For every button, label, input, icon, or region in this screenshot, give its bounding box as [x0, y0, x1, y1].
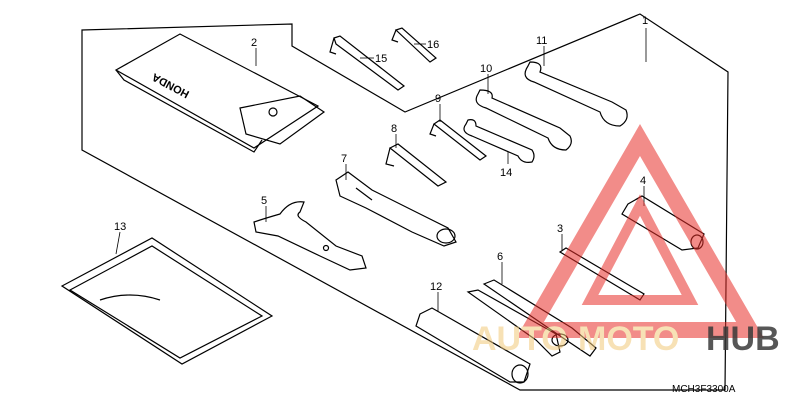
callout-9: 9 [435, 93, 441, 105]
callout-8: 8 [391, 123, 397, 135]
callout-1: 1 [642, 15, 648, 27]
spark-plug-wrench-7 [335, 171, 457, 247]
callout-13: 13 [114, 221, 126, 233]
watermark-triangle [516, 124, 764, 338]
callout-7: 7 [341, 153, 347, 165]
hex-key-16 [391, 27, 437, 63]
hex-key-15 [329, 35, 406, 91]
callout-2: 2 [251, 37, 257, 49]
wrench-14 [463, 119, 535, 163]
open-end-wrench-10 [475, 89, 572, 151]
open-end-wrench-11 [524, 61, 628, 127]
hex-key-9 [429, 119, 488, 161]
hex-key-8 [385, 143, 448, 187]
pin-spanner-5 [253, 201, 367, 271]
callout-10: 10 [480, 63, 492, 75]
callout-16: 16 [427, 39, 439, 51]
watermark-auto: AUTO [472, 320, 568, 358]
callout-6: 6 [497, 251, 503, 263]
callout-11: 11 [536, 35, 547, 47]
callout-14: 14 [500, 167, 512, 179]
callout-15: 15 [375, 53, 387, 65]
callout-12: 12 [430, 281, 442, 293]
watermark-moto: MOTO [578, 320, 679, 358]
callout-4: 4 [640, 175, 646, 187]
drawing-code: MCH3F3300A [672, 384, 736, 395]
watermark-hub: HUB [706, 320, 780, 358]
watermark-triangle-inner [581, 194, 699, 305]
watermark-logo: AUTO MOTO [472, 124, 764, 358]
callout-3: 3 [557, 223, 563, 235]
tool-bag: HONDA [114, 33, 326, 153]
callout-5: 5 [261, 195, 267, 207]
grip-12 [415, 307, 531, 384]
screwdriver-blade-3 [558, 247, 645, 301]
kit-enclosure-outline [81, 13, 729, 391]
plastic-bag-13 [60, 237, 274, 365]
tool-bag-imprint: HONDA [150, 70, 191, 100]
